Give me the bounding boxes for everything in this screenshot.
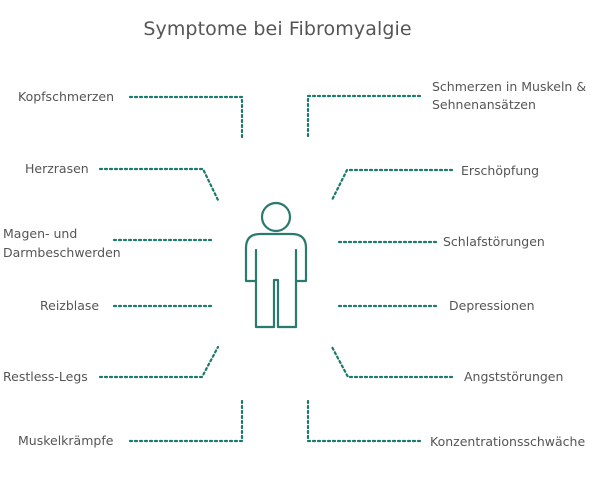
symptom-label-kopfschmerzen: Kopfschmerzen (18, 89, 115, 104)
connector-right-6 (306, 399, 422, 443)
diagram-title: Symptome bei Fibromyalgie (143, 18, 412, 40)
symptom-label-erschoepfung: Erschöpfung (461, 163, 540, 178)
symptom-label-schmerzen-line2: Sehnenansätzen (432, 97, 536, 112)
symptom-label-depressionen: Depressionen (449, 298, 535, 313)
symptom-label-reizblase: Reizblase (40, 298, 100, 313)
connector-left-5 (98, 345, 220, 379)
symptom-label-muskelkraempfe: Muskelkrämpfe (18, 433, 114, 448)
person-outline-icon (244, 201, 308, 329)
symptom-label-angststoerungen: Angststörungen (464, 369, 564, 384)
symptom-label-schmerzen-line1: Schmerzen in Muskeln & (432, 79, 587, 94)
symptom-label-schlafstoerungen: Schlafstörungen (443, 234, 545, 249)
connector-left-6 (128, 399, 244, 443)
symptom-label-herzrasen: Herzrasen (25, 161, 89, 176)
connector-left-1 (128, 95, 244, 139)
symptom-label-magen-line1: Magen- und (3, 226, 78, 241)
symptom-label-konzentrationsschwaeche: Konzentrationsschwäche (430, 434, 586, 449)
connector-right-1 (306, 94, 422, 139)
connector-left-2 (98, 167, 220, 202)
symptom-label-restless-legs: Restless-Legs (3, 369, 88, 384)
symptom-label-magen-line2: Darmbeschwerden (3, 245, 121, 260)
connector-right-5 (330, 345, 454, 379)
connector-right-2 (330, 168, 454, 202)
